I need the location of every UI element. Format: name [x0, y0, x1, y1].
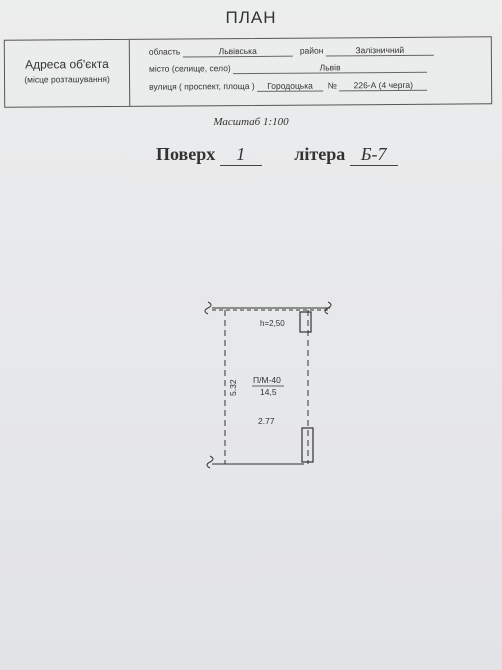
plan-break-mark-bottom-left	[206, 455, 214, 469]
address-subheading: (місце розташування)	[24, 73, 110, 85]
floor-line: Поверх 1 літера Б-7	[156, 144, 398, 166]
plan-column-bottom	[301, 427, 314, 463]
floor-label: Поверх	[156, 144, 216, 164]
plan-column-top	[299, 311, 312, 333]
misto-value: Львів	[233, 61, 428, 75]
plan-room-area: 14,5	[260, 387, 277, 397]
vulytsia-value: Городоцька	[257, 80, 324, 92]
plan-break-mark-top-left	[204, 301, 212, 315]
raion-value: Залізничний	[325, 44, 434, 57]
address-heading-cell: Адреса об'єкта (місце розташування)	[4, 39, 131, 107]
vulytsia-label: вулиця ( проспект, площа )	[149, 80, 255, 92]
plan-side-dim: 5.32	[228, 379, 238, 396]
plan-break-mark-top-right	[324, 301, 332, 315]
scale-label: Масштаб 1:100	[213, 116, 289, 128]
plan-width-dim: 2.77	[258, 416, 275, 426]
litera-value: Б-7	[349, 144, 398, 166]
plan-height-label: h=2,50	[260, 319, 285, 328]
address-box: Адреса об'єкта (місце розташування) обла…	[3, 36, 493, 108]
number-label: №	[327, 80, 337, 91]
misto-label: місто (селище, село)	[148, 63, 231, 74]
floor-plan-drawing: h=2,50 П/М-40 14,5 2.77 5.32	[204, 301, 332, 469]
misto-row: місто (селище, село) Львів	[148, 61, 428, 75]
plan-room-name: П/М-40	[253, 375, 281, 385]
oblast-row: область Львівська район Залізничний	[148, 44, 434, 58]
vulytsia-row: вулиця ( проспект, площа ) Городоцька № …	[149, 79, 428, 93]
number-value: 226-А (4 черга)	[339, 79, 428, 92]
raion-label: район	[299, 45, 324, 56]
page-title: ПЛАН	[225, 8, 277, 27]
address-heading: Адреса об'єкта	[25, 56, 109, 72]
litera-label: літера	[294, 144, 346, 164]
oblast-label: область	[148, 46, 181, 57]
floor-value: 1	[219, 144, 262, 166]
oblast-value: Львівська	[182, 45, 293, 58]
